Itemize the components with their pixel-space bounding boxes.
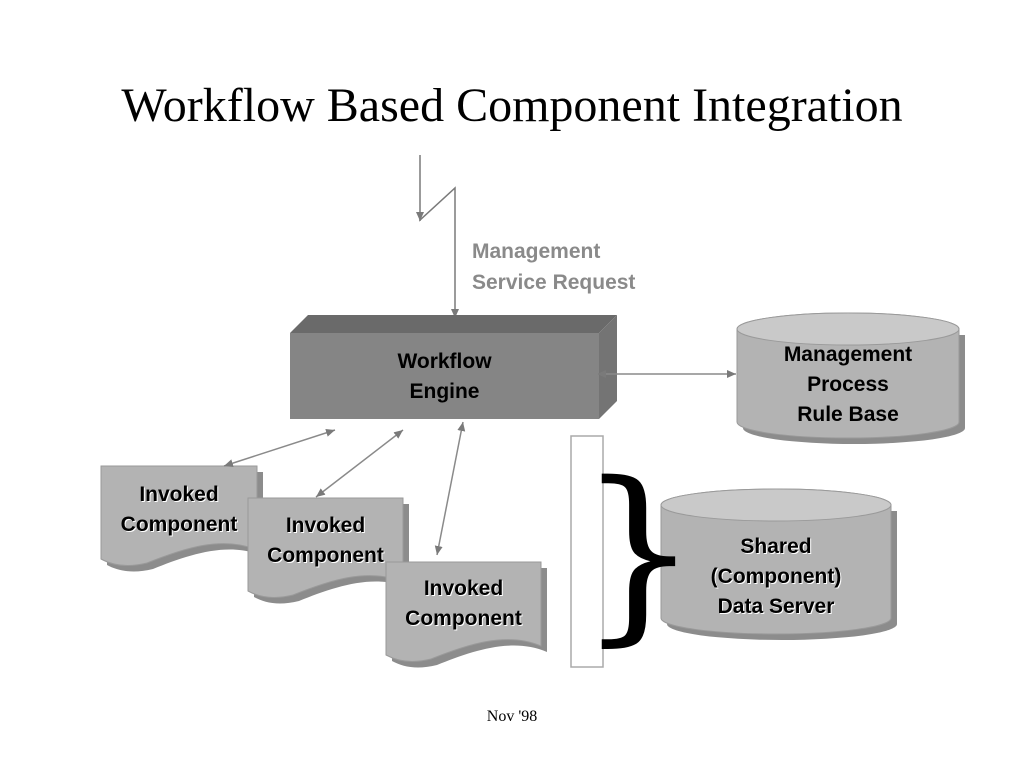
- data-server-line1: Shared: [740, 535, 812, 558]
- component-2-line2: Component: [267, 544, 384, 567]
- curly-brace-icon: }: [578, 442, 699, 663]
- component-doc-1: [100, 465, 263, 572]
- component-1-label: Invoked Component: [101, 480, 257, 540]
- service-request-label: Management Service Request: [472, 236, 635, 298]
- component-doc-3: [385, 561, 547, 668]
- engine-front-face: [290, 333, 599, 419]
- service-request-line1: Management: [472, 240, 601, 263]
- arrow-engine-component-1: [223, 428, 336, 468]
- component-1-line2: Component: [120, 513, 238, 536]
- engine-line2: Engine: [409, 380, 480, 403]
- footer-date: Nov '98: [486, 708, 538, 725]
- data-server-line3: Data Server: [717, 595, 835, 618]
- rule-base-line3: Rule Base: [797, 403, 899, 426]
- engine-side-face: [599, 315, 617, 419]
- component-1-line1: Invoked: [139, 483, 219, 506]
- workflow-engine-box: [290, 315, 617, 419]
- rule-base-line1: Management: [783, 343, 913, 366]
- data-server-label: Shared (Component) Data Server: [661, 532, 891, 622]
- data-server-cylinder: [660, 488, 897, 640]
- component-3-label: Invoked Component: [386, 574, 541, 634]
- rule-base-label: Management Process Rule Base: [737, 340, 959, 430]
- component-doc-2: [247, 497, 409, 604]
- data-server-line2: (Component): [710, 565, 842, 588]
- lightning-bolt-icon: [419, 155, 459, 318]
- component-2-label: Invoked Component: [248, 511, 403, 571]
- service-request-line2: Service Request: [472, 271, 636, 294]
- rule-base-cylinder: [736, 312, 965, 444]
- arrow-engine-component-2: [315, 429, 404, 498]
- workflow-engine-label: Workflow Engine: [290, 347, 599, 407]
- engine-line1: Workflow: [397, 350, 492, 373]
- slide-title: Workflow Based Component Integration: [121, 79, 903, 132]
- rule-base-line2: Process: [807, 373, 889, 396]
- component-3-line2: Component: [405, 607, 522, 630]
- component-2-line1: Invoked: [285, 514, 366, 537]
- component-3-line1: Invoked: [423, 577, 504, 600]
- shared-bar: [570, 435, 604, 668]
- arrow-engine-component-3: [434, 421, 466, 556]
- engine-top-face: [290, 315, 617, 333]
